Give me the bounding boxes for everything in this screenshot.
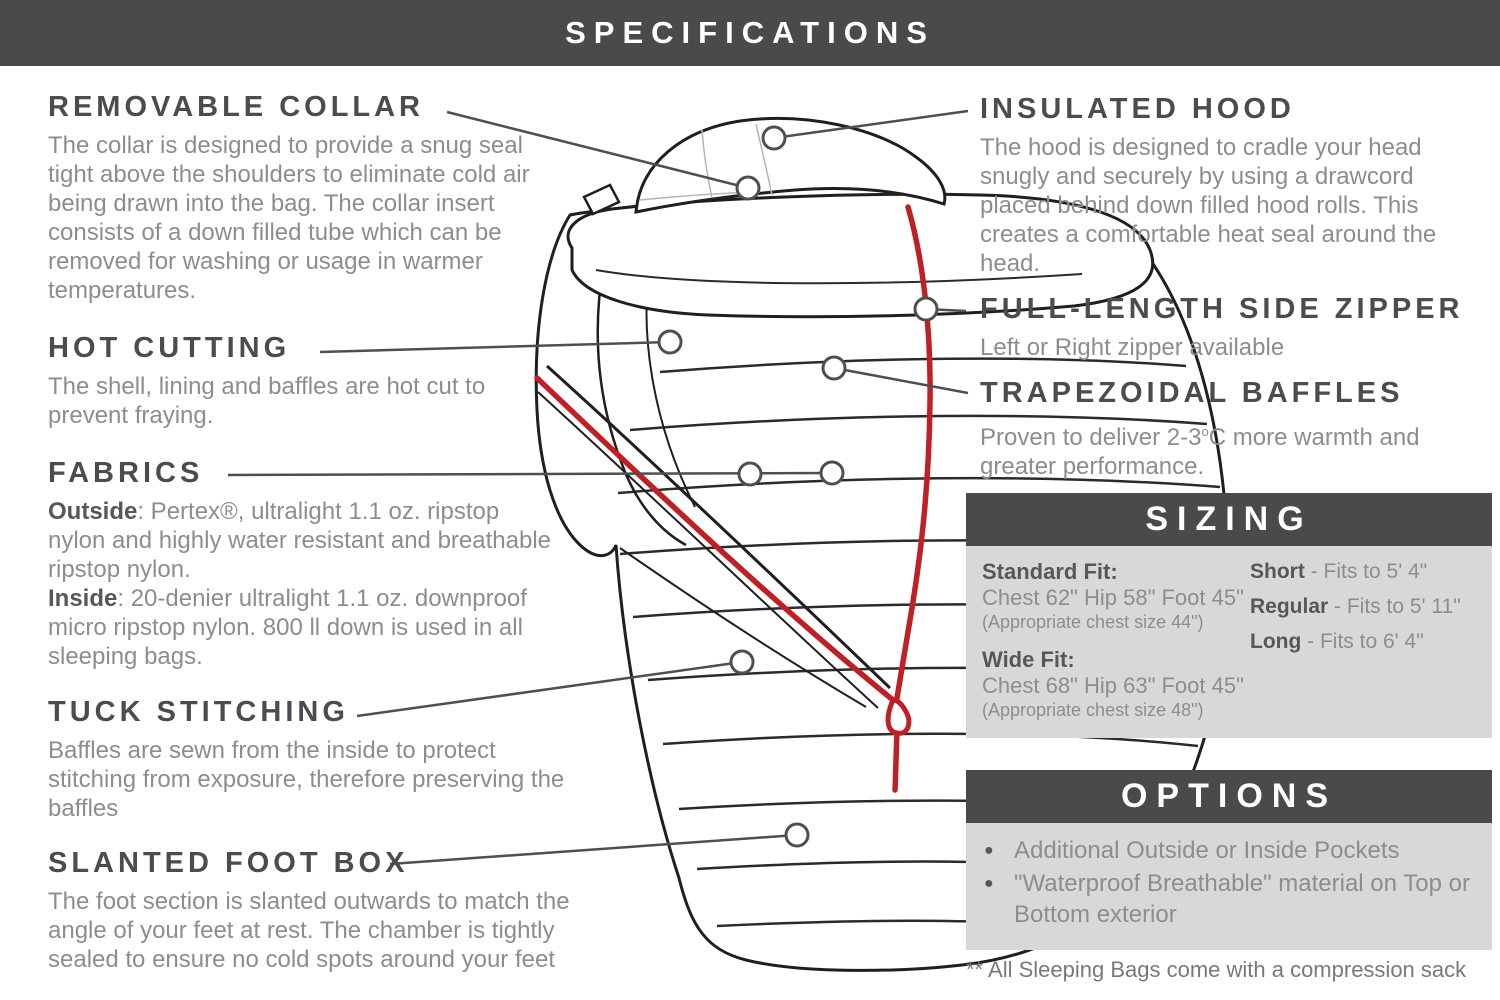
options-panel-body: ● Additional Outside or Inside Pockets ●…	[966, 823, 1492, 950]
baffles-body-post: C more warmth and greater performance.	[980, 424, 1420, 480]
sizing-fits-column: Standard Fit: Chest 62" Hip 58" Foot 45"…	[982, 559, 1248, 722]
option-text: "Waterproof Breathable" material on Top …	[1014, 870, 1470, 928]
feature-heading: TRAPEZOIDAL BAFFLES	[980, 377, 1404, 409]
callout-marker-insulated-hood	[761, 125, 787, 151]
callout-line-foot-box	[389, 833, 798, 866]
callout-lines	[227, 109, 969, 866]
feature-insulated-hood: INSULATED HOOD The hood is designed to c…	[980, 94, 1470, 278]
length-label: Short	[1250, 560, 1305, 583]
callout-line-removable-collar	[446, 110, 749, 190]
header-bar: SPECIFICATIONS	[0, 0, 1500, 66]
feature-body: Outside: Pertex®, ultralight 1.1 oz. rip…	[48, 497, 553, 671]
options-title: OPTIONS	[1120, 777, 1338, 815]
feature-body: Proven to deliver 2-3oC more warmth and …	[980, 417, 1490, 481]
feature-body: The foot section is slanted outwards to …	[48, 888, 570, 973]
callout-markers	[657, 125, 939, 848]
feature-trapezoidal-baffles: TRAPEZOIDAL BAFFLES Proven to deliver 2-…	[980, 378, 1490, 481]
callout-marker-trapezoidal-baffles	[821, 355, 847, 381]
options-panel: OPTIONS ● Additional Outside or Inside P…	[966, 770, 1492, 950]
feature-heading: FABRICS	[48, 457, 204, 489]
feature-body: The hood is designed to cradle your head…	[980, 134, 1437, 277]
feature-body: Left or Right zipper available	[980, 334, 1285, 361]
option-item: ● Additional Outside or Inside Pockets	[984, 835, 1476, 866]
length-long: Long - Fits to 6' 4"	[1250, 629, 1490, 655]
feature-body: The shell, lining and baffles are hot cu…	[48, 373, 486, 429]
collar-seam	[595, 269, 1083, 285]
length-label: Long	[1250, 630, 1302, 653]
fabrics-inside: Inside: 20-denier ultralight 1.1 oz. dow…	[48, 584, 553, 671]
fabrics-outside-label: Outside	[48, 498, 138, 525]
hood	[634, 117, 947, 214]
callout-marker-removable-collar	[735, 175, 761, 201]
feature-heading: FULL-LENGTH SIDE ZIPPER	[980, 293, 1464, 325]
callout-marker-hot-cutting	[657, 329, 683, 355]
length-value: - Fits to 5' 4"	[1310, 560, 1428, 583]
feature-body: Baffles are sewn from the inside to prot…	[48, 737, 565, 822]
option-text: Additional Outside or Inside Pockets	[1014, 837, 1400, 864]
baffles-body-pre: Proven to deliver 2-3	[980, 424, 1202, 451]
length-short: Short - Fits to 5' 4"	[1250, 559, 1490, 585]
zipper-line	[534, 204, 933, 793]
fabrics-outside-text: : Pertex®, ultralight 1.1 oz. ripstop ny…	[48, 498, 551, 583]
fit-note: (Appropriate chest size 48")	[982, 700, 1204, 720]
fit-dimensions: Chest 62" Hip 58" Foot 45"	[982, 585, 1244, 610]
callout-marker-fabrics-2	[819, 460, 845, 486]
fit-note: (Appropriate chest size 44")	[982, 612, 1204, 632]
zipper-line-right	[894, 204, 933, 701]
sizing-panel-body: Standard Fit: Chest 62" Hip 58" Foot 45"…	[966, 546, 1492, 738]
callout-marker-fabrics-1	[737, 461, 763, 487]
feature-body: The collar is designed to provide a snug…	[48, 132, 530, 304]
fabrics-inside-text: : 20-denier ultralight 1.1 oz. downproof…	[48, 585, 527, 670]
length-value: - Fits to 6' 4"	[1307, 630, 1424, 653]
fit-label: Wide Fit:	[982, 647, 1075, 672]
callout-line-hot-cutting	[319, 340, 671, 354]
length-value: - Fits to 5' 11"	[1334, 595, 1461, 618]
fit-wide: Wide Fit: Chest 68" Hip 63" Foot 45" (Ap…	[982, 647, 1248, 722]
callout-line-tuck-stitching	[356, 660, 743, 718]
callout-line-trapezoidal-baffles	[833, 366, 969, 395]
feature-heading: HOT CUTTING	[48, 332, 291, 364]
callout-marker-side-zipper	[913, 296, 939, 322]
feature-heading: TUCK STITCHING	[48, 696, 349, 728]
bullet-icon: ●	[984, 842, 994, 859]
compression-sack-footnote: ** All Sleeping Bags come with a compres…	[966, 957, 1467, 982]
callout-marker-tuck-stitching	[729, 649, 755, 675]
options-panel-header: OPTIONS	[966, 770, 1492, 823]
sizing-panel: SIZING Standard Fit: Chest 62" Hip 58" F…	[966, 493, 1492, 738]
page-title: SPECIFICATIONS	[565, 15, 935, 50]
fit-label: Standard Fit:	[982, 559, 1118, 584]
feature-side-zipper: FULL-LENGTH SIDE ZIPPER Left or Right zi…	[980, 294, 1490, 362]
feature-slanted-foot-box: SLANTED FOOT BOX The foot section is sla…	[48, 848, 613, 974]
fit-standard: Standard Fit: Chest 62" Hip 58" Foot 45"…	[982, 559, 1248, 634]
callout-line-fabrics	[227, 471, 833, 477]
feature-heading: REMOVABLE COLLAR	[48, 91, 425, 123]
feature-tuck-stitching: TUCK STITCHING Baffles are sewn from the…	[48, 697, 588, 823]
callout-marker-foot-box	[784, 822, 810, 848]
feature-removable-collar: REMOVABLE COLLAR The collar is designed …	[48, 92, 553, 305]
zipper-tail	[892, 730, 900, 793]
collar-tab	[582, 183, 621, 216]
length-label: Regular	[1250, 595, 1329, 618]
fabrics-outside: Outside: Pertex®, ultralight 1.1 oz. rip…	[48, 497, 553, 584]
degree-superscript: o	[1201, 424, 1209, 439]
bullet-icon: ●	[984, 875, 994, 892]
sizing-title: SIZING	[1145, 500, 1313, 538]
zipper-pull-loop	[885, 697, 912, 736]
zipper-line-diagonal	[534, 375, 896, 703]
feature-heading: SLANTED FOOT BOX	[48, 847, 409, 879]
sizing-lengths-column: Short - Fits to 5' 4" Regular - Fits to …	[1250, 559, 1490, 664]
feature-fabrics: FABRICS Outside: Pertex®, ultralight 1.1…	[48, 458, 553, 671]
fit-dimensions: Chest 68" Hip 63" Foot 45"	[982, 673, 1244, 698]
fabrics-inside-label: Inside	[48, 585, 118, 612]
length-regular: Regular - Fits to 5' 11"	[1250, 594, 1490, 620]
sizing-panel-header: SIZING	[966, 493, 1492, 546]
callout-line-insulated-hood	[773, 109, 969, 140]
option-item: ● "Waterproof Breathable" material on To…	[984, 868, 1476, 930]
feature-heading: INSULATED HOOD	[980, 93, 1295, 125]
feature-hot-cutting: HOT CUTTING The shell, lining and baffle…	[48, 333, 553, 430]
